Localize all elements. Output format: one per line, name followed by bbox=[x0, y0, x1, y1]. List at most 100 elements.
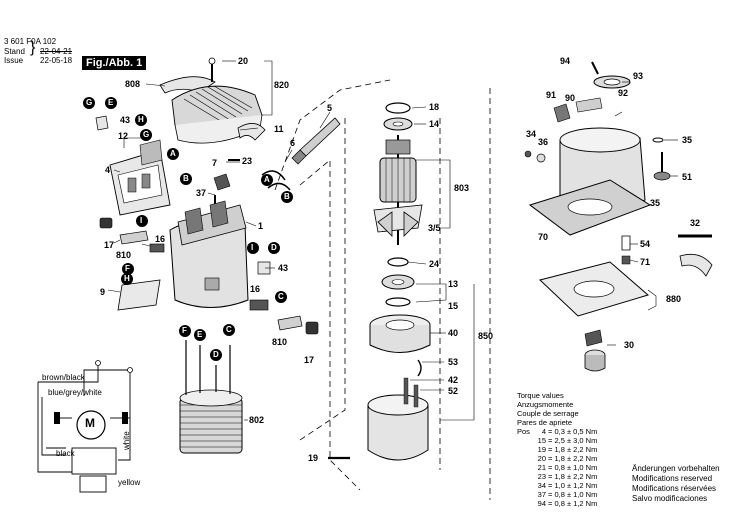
torque-title-4: Pares de apriete bbox=[517, 418, 573, 427]
badge-letter-i-2: I bbox=[251, 243, 254, 252]
badge-letter-d-1: D bbox=[271, 243, 277, 252]
label-40: 40 bbox=[448, 328, 459, 338]
badge-letter-e-2: E bbox=[197, 330, 203, 339]
label-23: 23 bbox=[242, 156, 253, 166]
label-820: 820 bbox=[274, 80, 290, 90]
label-35c: 35 bbox=[650, 198, 661, 208]
label-13: 13 bbox=[448, 279, 459, 289]
label-42: 42 bbox=[448, 375, 459, 385]
flange-40 bbox=[369, 314, 431, 353]
label-91: 91 bbox=[546, 90, 557, 100]
label-51: 51 bbox=[682, 172, 693, 182]
note-es: Salvo modificaciones bbox=[632, 494, 708, 503]
label-71: 71 bbox=[640, 257, 651, 267]
motor-cap-group bbox=[159, 57, 266, 144]
main-housing bbox=[169, 200, 249, 308]
torque-val-15: = 2,5 ± 3,0 Nm bbox=[548, 436, 598, 445]
badge-letter-h-2: H bbox=[124, 274, 130, 283]
label-16b: 16 bbox=[250, 284, 261, 294]
label-802: 802 bbox=[249, 415, 265, 425]
label-17a: 17 bbox=[104, 240, 115, 250]
badge-letter-g-2: G bbox=[143, 130, 150, 139]
motor-label: M bbox=[85, 416, 95, 430]
part-17b-brush-cap bbox=[305, 321, 319, 335]
label-17b: 17 bbox=[304, 355, 315, 365]
label-19: 19 bbox=[308, 453, 319, 463]
label-1: 1 bbox=[258, 221, 264, 231]
label-36: 36 bbox=[538, 137, 549, 147]
label-43a: 43 bbox=[120, 115, 131, 125]
label-16a: 16 bbox=[155, 234, 166, 244]
brush-left-icon bbox=[54, 412, 60, 424]
torque-pos-15: 15 bbox=[537, 436, 546, 445]
armature-column bbox=[373, 102, 423, 307]
label-850: 850 bbox=[478, 331, 494, 341]
badge-letter-a-1: A bbox=[170, 149, 176, 158]
lower-housing bbox=[367, 359, 429, 461]
motor-symbol-icon bbox=[76, 410, 106, 440]
badge-letter-c-1: C bbox=[278, 292, 284, 301]
badge-letter-e-1: E bbox=[108, 98, 114, 107]
stand-date: 22-04-21 bbox=[40, 47, 73, 56]
torque-val-37: = 0,8 ± 1,0 Nm bbox=[548, 490, 598, 499]
part-16-holder bbox=[149, 243, 165, 253]
torque-pos-19: 19 bbox=[537, 445, 546, 454]
label-43b: 43 bbox=[278, 263, 289, 273]
note-fr: Modifications réservées bbox=[632, 484, 717, 493]
torque-pos-37: 37 bbox=[537, 490, 546, 499]
label-14: 14 bbox=[429, 119, 440, 129]
label-18: 18 bbox=[429, 102, 440, 112]
torque-pos-20: 20 bbox=[537, 454, 546, 463]
label-93: 93 bbox=[633, 71, 644, 81]
part-17-brush-cap bbox=[99, 217, 113, 229]
label-12: 12 bbox=[118, 131, 129, 141]
torque-pos-label: Pos bbox=[517, 427, 530, 436]
part-43-cap bbox=[95, 115, 109, 131]
label-7: 7 bbox=[212, 158, 218, 168]
torque-pos-21: 21 bbox=[537, 463, 546, 472]
part-16b-holder bbox=[249, 299, 269, 311]
badge-letter-c-2: C bbox=[226, 325, 232, 334]
torque-val-19: = 1,8 ± 2,2 Nm bbox=[548, 445, 598, 454]
brush-right-icon bbox=[122, 412, 128, 424]
wire-brown-black: brown/black bbox=[42, 373, 85, 382]
badge-letter-f-1: F bbox=[125, 264, 130, 273]
label-30: 30 bbox=[624, 340, 635, 350]
torque-val-20: = 1,8 ± 2,2 Nm bbox=[548, 454, 598, 463]
part-7 bbox=[213, 173, 231, 191]
wire-white: white bbox=[122, 431, 131, 450]
wire-yellow: yellow bbox=[118, 478, 141, 487]
brace: } bbox=[30, 39, 36, 56]
part-810-brush bbox=[119, 230, 149, 245]
label-4: 4 bbox=[105, 165, 111, 175]
label-20: 20 bbox=[238, 56, 249, 66]
torque-title-1: Torque values bbox=[517, 391, 564, 400]
label-24: 24 bbox=[429, 259, 440, 269]
separator-2 bbox=[299, 159, 361, 491]
switch-block bbox=[109, 139, 171, 216]
label-53: 53 bbox=[448, 357, 459, 367]
issue-date: 22-05-18 bbox=[40, 56, 73, 65]
base-group bbox=[524, 61, 713, 372]
collet-group bbox=[261, 117, 341, 191]
label-34: 34 bbox=[526, 129, 537, 139]
label-3-5: 3/5 bbox=[428, 223, 441, 233]
label-9: 9 bbox=[100, 287, 106, 297]
badge-letter-g-1: G bbox=[86, 98, 93, 107]
badge-letter-h-1: H bbox=[138, 115, 144, 124]
torque-pos-4: 4 bbox=[541, 427, 546, 436]
part-810b-brush bbox=[277, 315, 303, 331]
label-11: 11 bbox=[274, 124, 284, 134]
torque-pos-34: 34 bbox=[537, 481, 546, 490]
label-15: 15 bbox=[448, 301, 459, 311]
badge-letter-d-2: D bbox=[213, 350, 219, 359]
badge-letter-i-1: I bbox=[140, 216, 143, 225]
label-94: 94 bbox=[560, 56, 571, 66]
badge-letter-b-1: B bbox=[183, 174, 189, 183]
label-808: 808 bbox=[125, 79, 141, 89]
badge-letter-a-2: A bbox=[264, 175, 270, 184]
issue-label: Issue bbox=[4, 56, 24, 65]
